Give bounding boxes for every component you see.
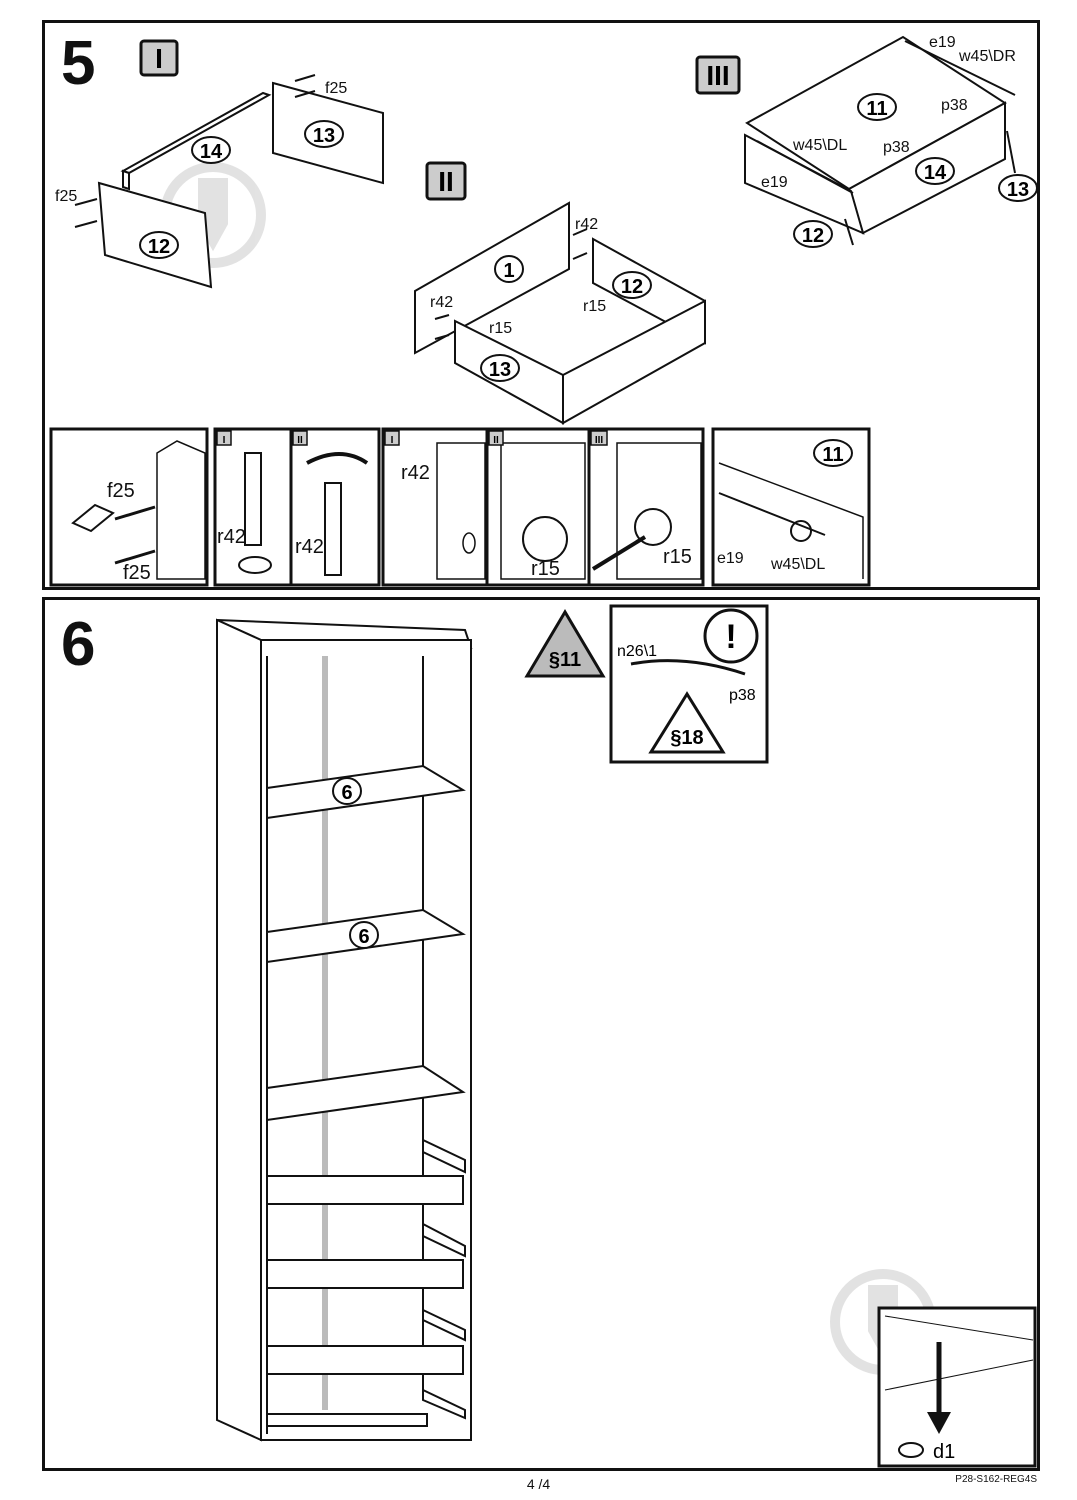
svg-text:6: 6 — [358, 926, 369, 948]
svg-text:I: I — [155, 43, 163, 74]
step-number: 5 — [61, 29, 96, 98]
part-label-6a: 6 — [332, 777, 362, 805]
part-label-14a: 14 — [191, 136, 231, 164]
label-d1: d1 — [933, 1441, 955, 1463]
svg-text:III: III — [706, 60, 729, 91]
label-f25: f25 — [107, 480, 135, 502]
label-w45dl: w45\DL — [770, 556, 825, 573]
warning-triangle-s11: §11 — [524, 609, 606, 678]
svg-text:12: 12 — [802, 225, 824, 247]
label-e19: e19 — [929, 34, 956, 51]
part-label-11b: 11 — [813, 439, 853, 467]
substep-badge-ii: II — [425, 161, 467, 201]
substep-badge-iii: III — [695, 55, 741, 95]
svg-text:11: 11 — [822, 444, 843, 466]
step-5-panel: 5 I II III — [42, 20, 1040, 590]
bookcase-drawing — [216, 618, 473, 1442]
label-r42: r42 — [575, 216, 598, 233]
substep-badge-i: I — [139, 39, 179, 77]
detail-tags: I II I II III — [216, 430, 608, 446]
label-r42: r42 — [430, 294, 453, 311]
label-f25: f25 — [123, 562, 151, 584]
detail-strip — [49, 427, 871, 587]
label-r15: r15 — [531, 558, 560, 580]
label-r15: r15 — [663, 546, 692, 568]
substep-ii-drawing — [414, 201, 706, 425]
part-label-14b: 14 — [915, 157, 955, 185]
svg-text:§11: §11 — [549, 649, 581, 671]
step-6-illustration: 6 6 §11 ! n26\1 p38 §18 — [216, 604, 1037, 1468]
part-label-12a: 12 — [139, 231, 179, 259]
label-p38: p38 — [729, 687, 756, 704]
document-code: P28-S162-REG4S — [955, 1474, 1037, 1485]
label-w45dr: w45\DR — [958, 48, 1016, 65]
detail-box-d1 — [877, 1306, 1037, 1468]
warning-triangle-s18: §18 — [648, 691, 726, 754]
svg-text:II: II — [297, 435, 303, 446]
step-5-illustration: I II III — [49, 34, 1037, 587]
label-f25: f25 — [325, 80, 347, 97]
bracket-n26-drawing — [630, 659, 746, 676]
part-label-12c: 12 — [793, 220, 833, 248]
hardware-labels: f25 f25 r42 r42 r15 r15 e19 w45\DR p38 w… — [55, 34, 1016, 337]
attention-icon: ! — [703, 608, 759, 664]
svg-text:I: I — [391, 435, 394, 446]
label-r42: r42 — [217, 526, 246, 548]
part-label-13a: 13 — [304, 120, 344, 148]
part-label-13b: 13 — [480, 354, 520, 382]
label-n26: n26\1 — [617, 643, 657, 660]
svg-text:11: 11 — [866, 98, 887, 120]
page-number: 4 /4 — [526, 1476, 551, 1492]
svg-text:III: III — [595, 435, 604, 446]
svg-text:§18: §18 — [670, 727, 703, 749]
svg-text:1: 1 — [503, 260, 514, 282]
substep-iii-drawing — [744, 35, 1016, 246]
svg-text:12: 12 — [621, 276, 643, 298]
detail-labels: f25 f25 r42 r42 r42 r15 r15 e19 w45\DL — [107, 462, 825, 584]
svg-text:14: 14 — [200, 141, 223, 163]
label-f25: f25 — [55, 188, 77, 205]
svg-text:II: II — [438, 166, 454, 197]
substep-i-drawing — [74, 74, 384, 289]
label-w45dl: w45\DL — [792, 137, 847, 154]
svg-text:I: I — [223, 435, 226, 446]
svg-text:!: ! — [725, 618, 736, 656]
label-r42: r42 — [401, 462, 430, 484]
label-r15: r15 — [583, 298, 606, 315]
detail-line — [884, 1359, 1034, 1391]
svg-text:6: 6 — [341, 782, 352, 804]
label-r42: r42 — [295, 536, 324, 558]
svg-text:14: 14 — [924, 162, 947, 184]
part-label-12b: 12 — [612, 271, 652, 299]
detail-line — [884, 1315, 1034, 1341]
arrow-head-icon — [927, 1412, 951, 1434]
label-p38: p38 — [883, 139, 910, 156]
svg-text:13: 13 — [1007, 179, 1029, 201]
step-6-panel: 6 6 6 — [42, 597, 1040, 1471]
svg-text:13: 13 — [313, 125, 335, 147]
part-label-6b: 6 — [349, 921, 379, 949]
svg-text:13: 13 — [489, 359, 511, 381]
label-e19: e19 — [761, 174, 788, 191]
part-label-11a: 11 — [857, 93, 897, 121]
label-r15: r15 — [489, 320, 512, 337]
dowel-icon — [898, 1442, 924, 1458]
part-label-1: 1 — [494, 255, 524, 283]
label-p38: p38 — [941, 97, 968, 114]
svg-text:12: 12 — [148, 236, 170, 258]
part-label-13c: 13 — [998, 174, 1037, 202]
step-number: 6 — [61, 610, 96, 679]
label-e19: e19 — [717, 550, 744, 567]
svg-text:II: II — [493, 435, 499, 446]
